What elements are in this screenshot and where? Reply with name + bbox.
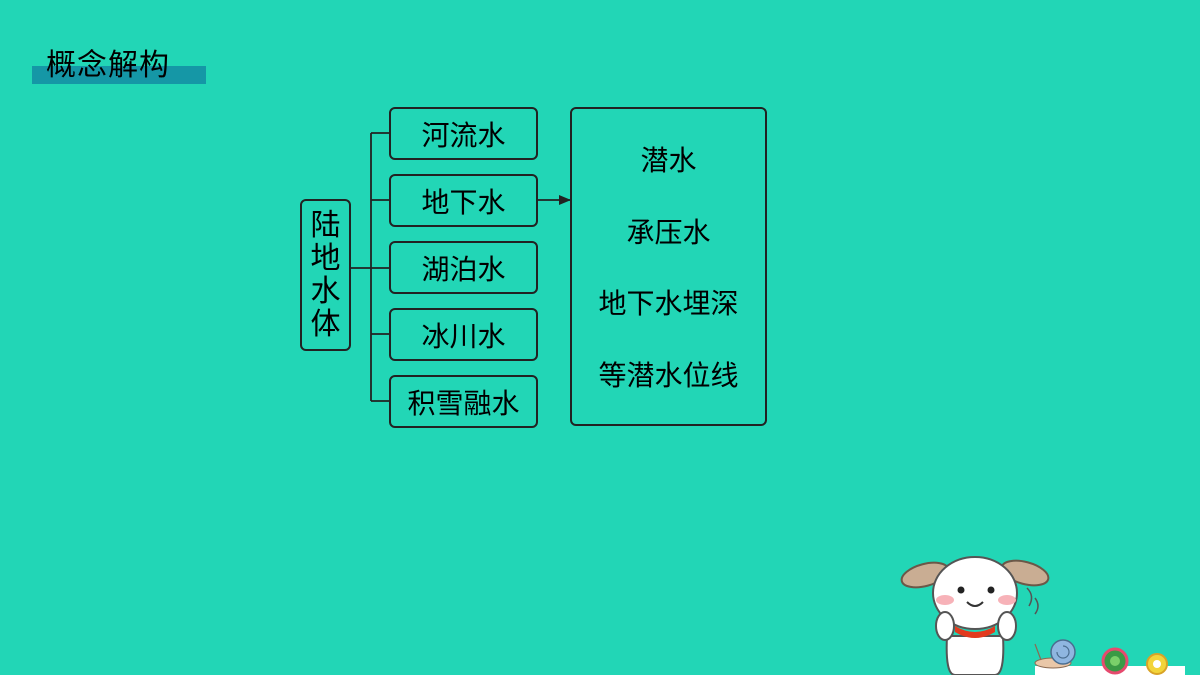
puppy-paw-right xyxy=(997,611,1017,641)
detail-item: 地下水埋深 xyxy=(598,287,739,321)
branch-node-groundwater: 地下水 xyxy=(389,174,538,227)
root-char: 体 xyxy=(310,307,341,342)
root-char: 水 xyxy=(310,274,341,309)
puppy-collar xyxy=(955,626,995,638)
root-node-land-water: 陆 地 水 体 xyxy=(300,199,351,351)
branch-node-glacier-water: 冰川水 xyxy=(389,308,538,361)
decor-circle-green-inner xyxy=(1110,656,1120,666)
branch-node-river-water: 河流水 xyxy=(389,107,538,160)
title-underline-bar xyxy=(32,66,206,84)
detail-item: 等潜水位线 xyxy=(598,359,739,393)
motion-marks xyxy=(1026,587,1039,615)
puppy-paw-left xyxy=(935,611,955,641)
decor-circle-yellow-inner xyxy=(1153,660,1161,668)
puppy-mouth xyxy=(966,601,984,607)
puppy-cheek-right xyxy=(998,595,1016,605)
page-title: 概念解构 xyxy=(46,48,170,83)
branch-node-lake-water: 湖泊水 xyxy=(389,241,538,294)
detail-item: 潜水 xyxy=(640,143,697,177)
puppy-eye-left xyxy=(957,586,965,594)
puppy-mascot-illustration xyxy=(900,556,1185,675)
puppy-head xyxy=(932,556,1018,630)
branch-node-snowmelt-water: 积雪融水 xyxy=(389,375,538,428)
snail-antenna xyxy=(1034,643,1042,661)
puppy-eye-right xyxy=(987,586,995,594)
section-title: 概念解构 xyxy=(32,44,206,88)
groundwater-detail-box: 潜水 承压水 地下水埋深 等潜水位线 xyxy=(570,107,767,426)
puppy-cheek-left xyxy=(936,595,954,605)
detail-item: 承压水 xyxy=(626,215,711,249)
puppy-body xyxy=(945,635,1005,675)
snail-spiral xyxy=(1056,645,1070,659)
snail-shell xyxy=(1050,639,1076,665)
root-char: 陆 xyxy=(310,208,341,243)
root-char: 地 xyxy=(310,241,341,276)
